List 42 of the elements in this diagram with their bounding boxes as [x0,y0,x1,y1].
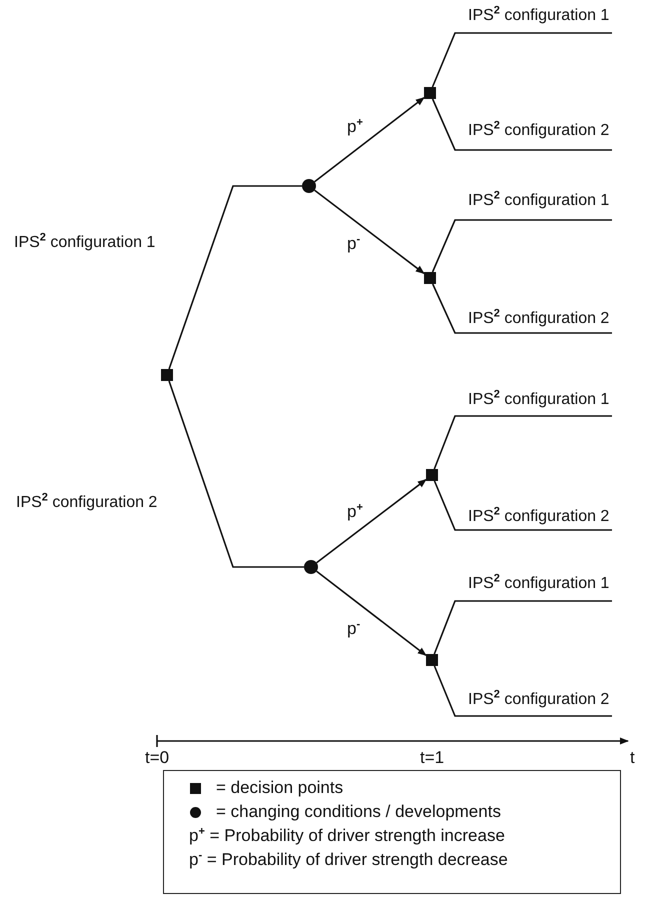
axis-label: t=1 [420,749,444,767]
configuration-label: IPS$^{2}$ configuration 2 [468,310,610,328]
legend-text: p$^{-}$ = Probability of driver strength decrease [189,851,508,869]
branch-line [434,480,612,531]
branch-line [434,415,612,470]
configuration-label: IPS$^{2}$ configuration 1 [468,575,610,593]
decision-node [161,369,173,381]
configuration-label: IPS$^{2}$ configuration 1 [468,391,610,409]
configuration-label: IPS$^{2}$ configuration 1 [14,234,156,252]
arrow [314,96,425,182]
branch-line [432,98,612,151]
branch-line [168,185,302,370]
configuration-label: IPS$^{2}$ configuration 1 [468,192,610,210]
arrow [314,190,425,274]
chance-node [304,560,318,574]
probability-label: p$^{+}$ [347,118,363,136]
arrow [316,478,427,564]
decision-node [426,469,438,481]
branch-line [432,32,612,88]
branch-line [432,284,612,334]
branch-line [432,219,612,272]
axis-label: t=0 [145,749,170,767]
branch-line [434,600,612,654]
branch-line [434,666,612,717]
decision-node [424,272,436,284]
axis-label: t [630,749,635,767]
configuration-label: IPS$^{2}$ configuration 2 [468,122,610,140]
chance-node [302,179,316,193]
probability-label: p$^{+}$ [347,503,363,521]
decision-node [426,654,438,666]
decision-node [424,87,436,99]
probability-label: p$^{-}$ [347,620,360,638]
arrow [316,570,427,656]
probability-label: p$^{-}$ [347,235,360,253]
configuration-label: IPS$^{2}$ configuration 1 [468,7,610,25]
configuration-label: IPS$^{2}$ configuration 2 [468,508,610,526]
legend-text: = changing conditions / developments [216,803,501,821]
branch-line [168,380,304,568]
legend-text: p$^{+}$ = Probability of driver strength increase [189,827,505,845]
configuration-label: IPS$^{2}$ configuration 2 [468,691,610,709]
configuration-label: IPS$^{2}$ configuration 2 [16,494,158,512]
legend-text: = decision points [216,779,344,797]
